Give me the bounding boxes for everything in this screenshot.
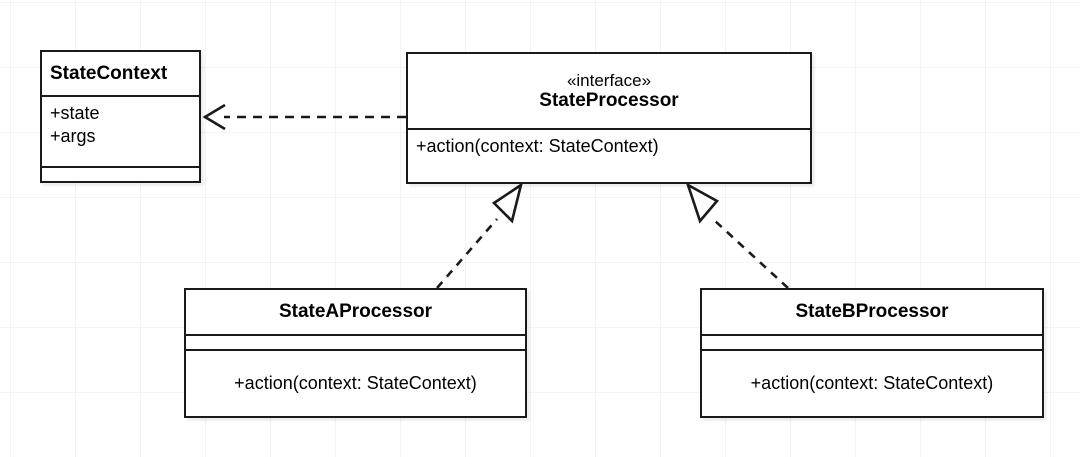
method-item: +action(context: StateContext) <box>234 372 477 393</box>
class-title-compartment: «interface» StateProcessor <box>408 54 810 128</box>
class-attributes-compartment: +state +args <box>42 95 199 166</box>
class-box-state-a-processor[interactable]: StateAProcessor +action(context: StateCo… <box>184 288 527 418</box>
realization-line-a <box>436 218 498 289</box>
hollow-triangle-icon <box>491 182 524 224</box>
class-title-compartment: StateBProcessor <box>702 290 1042 334</box>
class-box-state-b-processor[interactable]: StateBProcessor +action(context: StateCo… <box>700 288 1044 418</box>
class-attributes-compartment-empty <box>186 334 525 349</box>
realization-line-b <box>713 219 789 289</box>
class-stereotype-interface: «interface» <box>566 70 652 90</box>
attribute-item: +args <box>50 126 96 147</box>
method-item: +action(context: StateContext) <box>750 372 994 393</box>
open-v-arrowhead-icon <box>202 103 226 131</box>
class-name-state-context: StateContext <box>50 62 168 84</box>
class-attributes-compartment-empty <box>702 334 1042 349</box>
class-methods-compartment: +action(context: StateContext) <box>186 349 525 416</box>
class-name-state-a-processor: StateAProcessor <box>278 301 433 323</box>
class-title-compartment: StateAProcessor <box>186 290 525 334</box>
realization-b-to-processor <box>685 182 789 289</box>
method-item: +action(context: StateContext) <box>416 136 659 156</box>
class-title-compartment: StateContext <box>42 52 199 95</box>
dependency-processor-to-context <box>202 103 406 131</box>
class-methods-compartment-empty <box>42 166 199 181</box>
class-methods-compartment: +action(context: StateContext) <box>408 128 810 182</box>
class-box-state-context[interactable]: StateContext +state +args <box>40 50 201 183</box>
hollow-triangle-icon <box>685 182 720 224</box>
class-name-state-processor: StateProcessor <box>539 90 679 112</box>
attribute-item: +state <box>50 103 100 123</box>
class-name-state-b-processor: StateBProcessor <box>795 301 949 323</box>
realization-a-to-processor <box>436 182 524 289</box>
class-methods-compartment: +action(context: StateContext) <box>702 349 1042 416</box>
class-box-state-processor[interactable]: «interface» StateProcessor +action(conte… <box>406 52 812 184</box>
